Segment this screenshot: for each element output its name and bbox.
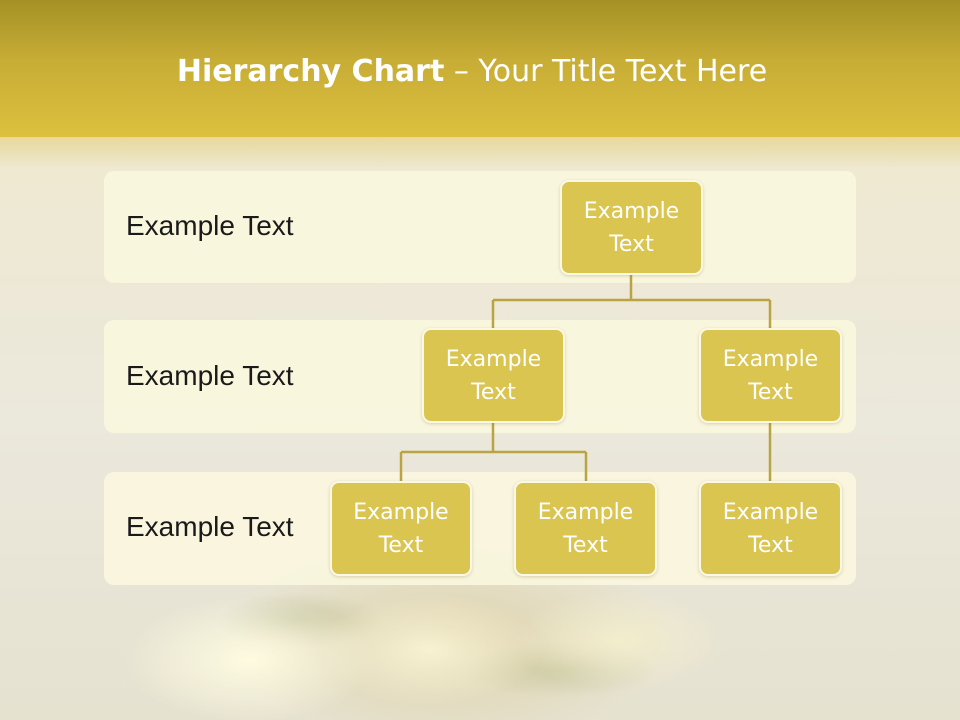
node-level3-b[interactable]: Example Text	[514, 481, 657, 576]
connector-root-to-level2	[491, 275, 772, 330]
node-level3-c[interactable]: Example Text	[699, 481, 842, 576]
title-bar-shadow	[0, 137, 960, 167]
node-root[interactable]: Example Text	[560, 180, 703, 275]
node-level2-left[interactable]: Example Text	[422, 328, 565, 423]
slide-title: Hierarchy Chart – Your Title Text Here	[0, 54, 944, 89]
level-label-3: Example Text	[126, 511, 294, 542]
level-label-2: Example Text	[126, 360, 294, 391]
level-label-1: Example Text	[126, 210, 294, 241]
connector-left-to-level3	[399, 422, 588, 482]
node-level3-a[interactable]: Example Text	[330, 481, 472, 576]
level-band-1	[104, 171, 856, 283]
slide-title-bold: Hierarchy Chart	[176, 54, 445, 89]
slide-title-rest: – Your Title Text Here	[444, 54, 768, 89]
title-bar	[0, 0, 960, 137]
node-level2-right[interactable]: Example Text	[699, 328, 842, 423]
